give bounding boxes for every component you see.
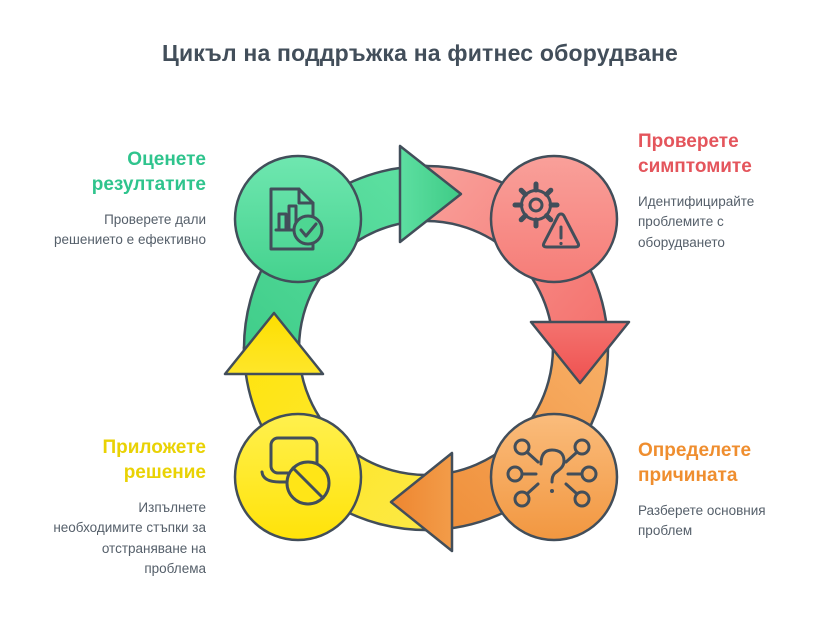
flow-ring (242, 164, 610, 532)
flow-arc-yellow (242, 346, 453, 532)
arrow-head-yellow (223, 311, 325, 376)
step-title-apply-solution: Приложете решение (102, 437, 206, 484)
arrow-heads (223, 144, 631, 553)
step-determine-cause: Определете причината Разберете основния … (638, 438, 790, 542)
step-apply-solution: Приложете решение Изпълнете необходимите… (48, 435, 206, 579)
step-description-check-symptoms: Идентифицирайте проблемите с оборудванет… (638, 194, 755, 250)
step-evaluate-results: Оценете резултатите Проверете дали решен… (48, 147, 206, 251)
node-circle-check-symptoms (489, 154, 619, 284)
laptop-block-icon (260, 436, 331, 506)
step-title-evaluate-results: Оценете резултатите (91, 149, 206, 196)
arrow-head-green (398, 144, 463, 244)
arrow-head-red (529, 320, 631, 385)
step-title-check-symptoms: Проверете симптомите (638, 131, 752, 178)
step-description-evaluate-results: Проверете дали решението е ефективно (53, 212, 206, 248)
step-description-determine-cause: Разберете основния проблем (638, 503, 766, 539)
report-check-icon (269, 187, 324, 251)
gear-warning-icon (512, 181, 581, 249)
step-check-symptoms: Проверете симптомите Идентифицирайте про… (638, 129, 776, 253)
diagram-title: Цикъл на поддръжка на фитнес оборудване (161, 40, 679, 66)
question-connections-icon (506, 438, 598, 508)
step-description-apply-solution: Изпълнете необходимите стъпки за отстран… (53, 500, 206, 576)
arrow-head-orange (389, 451, 454, 553)
step-title-determine-cause: Определете причината (638, 440, 752, 487)
